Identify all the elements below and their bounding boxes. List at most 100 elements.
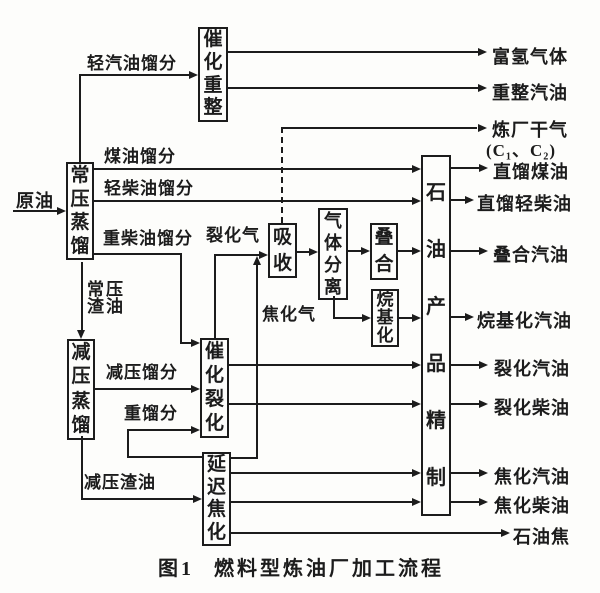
label-light-gasoline-cut: 轻汽油馏分 — [87, 54, 177, 73]
drop-atm-residue — [81, 262, 83, 331]
label-kerosene-cut: 煤油馏分 — [104, 147, 176, 166]
label-vacuum-residue: 减压渣油 — [84, 473, 156, 492]
out-line-straight-light-diesel — [449, 199, 466, 201]
flow-line-gassep-poly — [348, 250, 361, 252]
label-cracked-gasoline: 裂化汽油 — [494, 359, 570, 379]
unit-catalytic-cracking: 催化裂化 — [200, 338, 229, 438]
arrowhead-gassep-poly — [361, 247, 370, 255]
arrowhead-vacuum-distillate — [191, 385, 200, 393]
drop-gassep-alky — [333, 296, 335, 318]
arrowhead-dry-gas — [478, 124, 487, 132]
unit-polymerization: 叠合 — [370, 223, 398, 280]
flow-line-coker-gas — [231, 457, 258, 459]
arrowhead-cracked-diesel — [412, 400, 421, 408]
arrowhead-alky-refining — [412, 314, 421, 322]
label-straight-run-light-diesel: 直馏轻柴油 — [477, 194, 572, 214]
arrowhead-heavy-diesel — [191, 339, 200, 347]
out-line-polymer-gasoline — [449, 250, 480, 252]
arrowhead-out-straight-kerosene — [479, 164, 488, 172]
arrowhead-crude-oil — [57, 207, 66, 215]
flow-line-heavy-diesel — [94, 253, 182, 255]
label-polymer-gasoline: 叠合汽油 — [493, 245, 569, 265]
label-crude-oil: 原油 — [16, 191, 54, 211]
flow-line-petroleum-coke — [229, 532, 502, 534]
flow-line-h2-gas — [228, 51, 478, 53]
flow-line-heavy-diesel-in — [180, 342, 192, 344]
arrowhead-heavy-fraction — [191, 426, 200, 434]
label-heavy-diesel-cut: 重柴油馏分 — [103, 229, 193, 248]
arrowhead-out-cracked-gasoline — [479, 361, 488, 369]
figure-number: 图1 — [158, 558, 194, 580]
flow-line-gassep-alky — [333, 317, 362, 319]
label-alkylate-gasoline: 烷基化汽油 — [477, 311, 572, 331]
riser-coker-gas — [256, 263, 258, 458]
unit-vacuum-distillation: 减压蒸馏 — [67, 339, 95, 440]
label-cracked-gas: 裂化气 — [206, 226, 260, 245]
arrowhead-absorption-gassep — [309, 248, 318, 256]
flow-line-dry-gas — [282, 127, 477, 129]
arrowhead-out-coker-diesel — [479, 498, 488, 506]
unit-product-refining: 石油产品精制 — [421, 155, 451, 516]
label-refinery-dry-gas: 炼厂干气 — [492, 120, 568, 140]
flow-line-coker-diesel — [229, 501, 413, 503]
arrowhead-cracked-gasoline — [412, 361, 421, 369]
label-coker-gasoline: 焦化汽油 — [494, 467, 570, 487]
flow-line-reformed-gasoline — [228, 87, 478, 89]
label-atmospheric-residue: 常压渣油 — [87, 280, 125, 316]
arrowhead-coker-gas — [253, 256, 261, 265]
out-line-straight-kerosene — [449, 167, 480, 169]
label-petroleum-coke: 石油焦 — [513, 527, 570, 547]
unit-delayed-coking: 延迟焦化 — [202, 452, 231, 546]
label-vacuum-distillate: 减压馏分 — [106, 363, 178, 382]
flow-line-light-gasoline — [79, 74, 191, 76]
label-cracked-diesel: 裂化柴油 — [494, 398, 570, 418]
arrowhead-out-polymer-gasoline — [479, 247, 488, 255]
riser-light-gasoline — [79, 74, 81, 162]
unit-catalytic-reforming: 催化重整 — [198, 27, 228, 122]
flow-line-crude-oil — [13, 210, 58, 212]
flow-line-heavy-fraction-coker — [127, 456, 204, 458]
unit-absorption: 吸收 — [268, 223, 297, 278]
flow-line-vacuum-distillate — [95, 388, 192, 390]
arrowhead-kerosene — [412, 165, 421, 173]
out-line-coker-diesel — [449, 501, 480, 503]
flow-line-coker-gasoline — [229, 472, 413, 474]
flow-line-light-diesel — [94, 200, 412, 202]
label-light-diesel-cut: 轻柴油馏分 — [104, 179, 194, 198]
arrowhead-light-gasoline — [189, 71, 198, 79]
drop-vacuum-residue — [81, 436, 83, 500]
label-coker-diesel: 焦化柴油 — [494, 496, 570, 516]
flow-line-kerosene — [94, 168, 412, 170]
arrowhead-cracked-gas — [259, 251, 268, 259]
label-reformed-gasoline: 重整汽油 — [492, 83, 568, 103]
arrowhead-light-diesel — [412, 197, 421, 205]
label-refinery-dry-gas-note: (C₁、C₂) — [486, 141, 557, 160]
arrowhead-coker-diesel — [412, 498, 421, 506]
arrowhead-petroleum-coke — [501, 529, 510, 537]
flow-line-poly-refining — [398, 250, 413, 252]
arrowhead-reformed-gasoline — [478, 84, 487, 92]
out-line-coker-gasoline — [449, 472, 480, 474]
riser-heavy-fraction — [127, 429, 129, 458]
riser-dry-gas-dashed — [281, 127, 283, 223]
flow-line-heavy-fraction — [127, 429, 192, 431]
out-line-cracked-gasoline — [449, 364, 480, 366]
arrowhead-gassep-alky — [362, 314, 371, 322]
riser-cracked-gas — [214, 254, 216, 338]
arrowhead-vacuum-residue — [193, 495, 202, 503]
label-coker-gas: 焦化气 — [262, 305, 316, 324]
label-heavy-fraction: 重馏分 — [124, 404, 178, 423]
label-hydrogen-rich-gas: 富氢气体 — [492, 47, 568, 67]
arrowhead-h2-gas — [478, 48, 487, 56]
flow-line-cracked-diesel — [227, 403, 413, 405]
arrowhead-out-cracked-diesel — [479, 400, 488, 408]
arrowhead-out-alkylate-gasoline — [465, 313, 474, 321]
flow-line-cracked-gas — [214, 254, 260, 256]
unit-gas-separation: 气体分离 — [318, 208, 348, 300]
out-line-cracked-diesel — [449, 403, 480, 405]
flow-line-alky-refining — [399, 317, 413, 319]
out-line-alkylate-gasoline — [449, 316, 466, 318]
arrowhead-atm-residue — [77, 330, 85, 339]
